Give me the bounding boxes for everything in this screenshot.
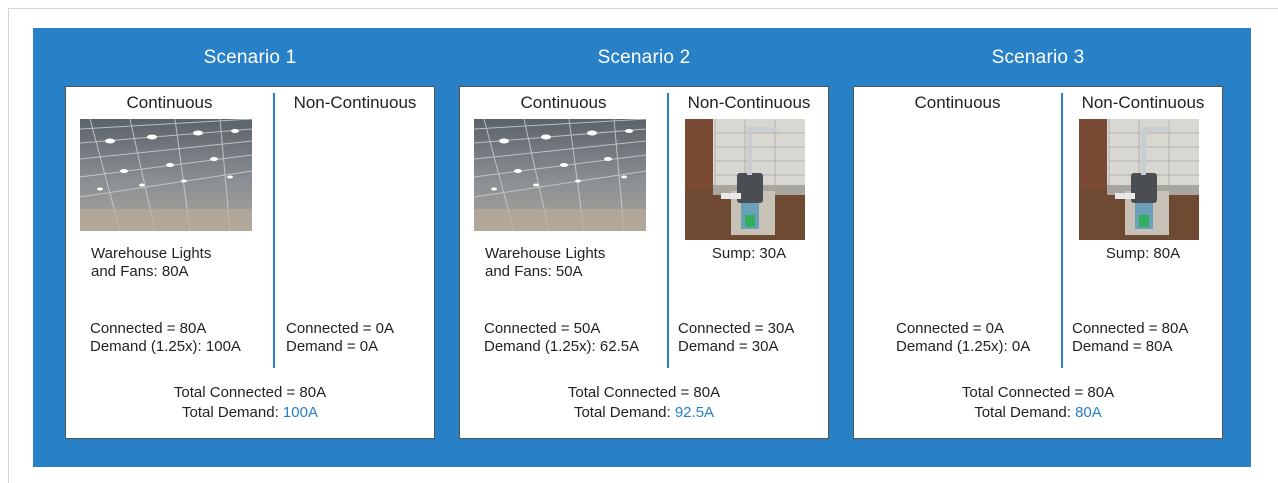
- warehouse-lights-image: [474, 119, 646, 231]
- non-continuous-load-text: Sump: 80A: [1105, 245, 1181, 262]
- total-demand-label: Total Demand:: [182, 404, 283, 421]
- column-divider: [1061, 93, 1063, 368]
- demand-value: Demand = 80A: [1072, 338, 1173, 355]
- demand-value: Demand = 0A: [286, 338, 379, 355]
- scenario-1-card: Continuous Non-Continuous War: [65, 86, 435, 439]
- continuous-load-text: Warehouse Lights and Fans: 50A: [485, 245, 605, 281]
- connected-value: Connected = 0A: [896, 320, 1004, 337]
- demand-value: Demand (1.25x): 0A: [896, 338, 1031, 355]
- warehouse-lights-image: [80, 119, 252, 231]
- connected-value: Connected = 30A: [678, 320, 795, 337]
- sump-pump-image: [685, 119, 805, 240]
- total-demand-value: 80A: [1075, 404, 1102, 421]
- connected-value: Connected = 80A: [1072, 320, 1189, 337]
- load-amperage: and Fans: 50A: [485, 263, 583, 280]
- column-divider: [667, 93, 669, 368]
- total-demand-value: 92.5A: [674, 404, 715, 421]
- continuous-calculation: Connected = 0A Demand (1.25x): 0A: [896, 320, 1030, 356]
- scenario-totals: Total Connected = 80A Total Demand: 80A: [854, 383, 1222, 423]
- total-connected: Total Connected = 80A: [961, 384, 1115, 401]
- total-demand-label: Total Demand:: [974, 404, 1076, 421]
- total-demand: Total Demand: 92.5A: [460, 403, 828, 423]
- non-continuous-heading: Non-Continuous: [1081, 93, 1205, 112]
- load-description: Warehouse Lights: [485, 245, 606, 262]
- demand-value: Demand (1.25x): 100A: [90, 338, 241, 355]
- scenario-2-card: Continuous Non-Continuous: [459, 86, 829, 439]
- total-demand: Total Demand: 80A: [854, 403, 1222, 423]
- continuous-calculation: Connected = 50A Demand (1.25x): 62.5A: [484, 320, 639, 356]
- column-divider: [273, 93, 275, 368]
- total-connected: Total Connected = 80A: [567, 384, 721, 401]
- page-frame: [8, 8, 1278, 483]
- continuous-heading: Continuous: [126, 93, 213, 112]
- connected-value: Connected = 0A: [286, 320, 394, 337]
- total-demand-label: Total Demand:: [573, 404, 675, 421]
- scenario-1-title: Scenario 1: [203, 47, 297, 68]
- total-demand-value: 100A: [282, 404, 318, 421]
- scenario-totals: Total Connected = 80A Total Demand: 100A: [66, 383, 434, 423]
- continuous-heading: Continuous: [914, 93, 1001, 112]
- total-demand: Total Demand: 100A: [66, 403, 434, 423]
- load-description: Warehouse Lights: [91, 245, 212, 262]
- scenario-3-card: Continuous Non-Continuous Sump: 80A Conn…: [853, 86, 1223, 439]
- demand-value: Demand (1.25x): 62.5A: [484, 338, 640, 355]
- continuous-calculation: Connected = 80A Demand (1.25x): 100A: [90, 320, 241, 356]
- sump-pump-image: [1079, 119, 1199, 240]
- load-amperage: and Fans: 80A: [91, 263, 189, 280]
- non-continuous-heading: Non-Continuous: [687, 93, 811, 112]
- total-connected: Total Connected = 80A: [173, 384, 327, 401]
- non-continuous-calculation: Connected = 0A Demand = 0A: [286, 320, 394, 356]
- scenario-banner: Scenario 1 Continuous Non-Continuous: [33, 28, 1251, 467]
- continuous-load-text: Warehouse Lights and Fans: 80A: [91, 245, 211, 281]
- continuous-heading: Continuous: [520, 93, 607, 112]
- non-continuous-heading: Non-Continuous: [293, 93, 417, 112]
- scenario-totals: Total Connected = 80A Total Demand: 92.5…: [460, 383, 828, 423]
- non-continuous-calculation: Connected = 30A Demand = 30A: [678, 320, 794, 356]
- demand-value: Demand = 30A: [678, 338, 779, 355]
- connected-value: Connected = 80A: [90, 320, 207, 337]
- scenario-3-title: Scenario 3: [991, 47, 1085, 68]
- non-continuous-load-text: Sump: 30A: [711, 245, 787, 262]
- scenario-2-title: Scenario 2: [597, 47, 691, 68]
- non-continuous-calculation: Connected = 80A Demand = 80A: [1072, 320, 1188, 356]
- connected-value: Connected = 50A: [484, 320, 601, 337]
